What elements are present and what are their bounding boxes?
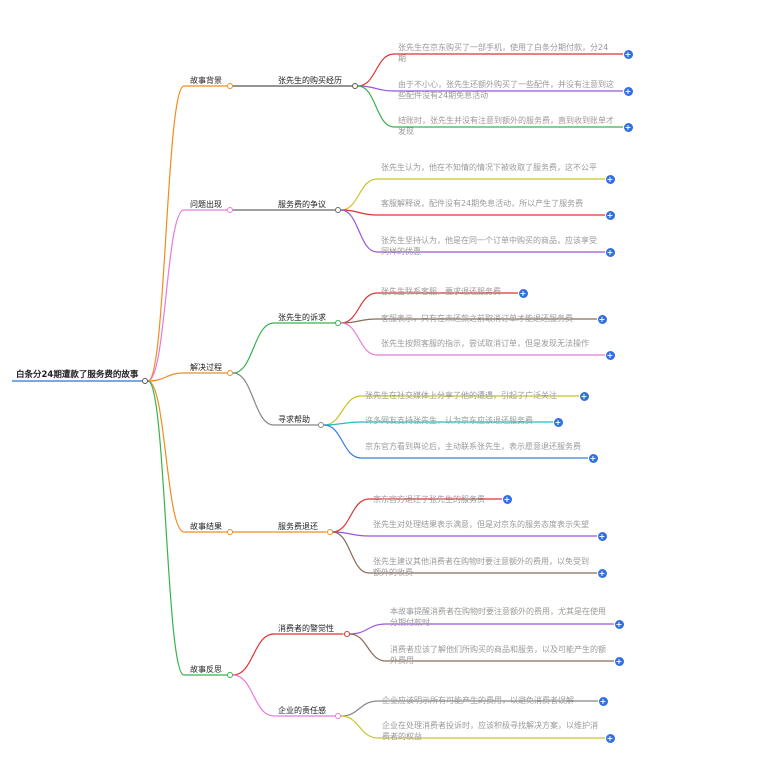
leaf-text: 张先生认为，他在不知情的情况下被收取了服务费，这不公平	[381, 163, 597, 172]
leaf-connector	[349, 623, 387, 635]
branch-collapse-dot[interactable]	[227, 529, 233, 535]
leaf-text: 客服解释说，配件没有24期免息活动，所以产生了服务费	[381, 199, 584, 208]
leaf-text: 张先生对处理结果表示满意，但是对京东的服务态度表示失望	[373, 520, 589, 529]
subtopic: 服务费退还	[278, 522, 318, 531]
plus-icon[interactable]: +	[623, 122, 633, 132]
leaf-connector	[323, 421, 362, 426]
leaf-connector	[340, 700, 379, 717]
leaf-connector	[340, 209, 378, 216]
branch-topic: 解决过程	[190, 363, 222, 372]
plus-icon[interactable]: +	[598, 696, 608, 706]
subtopic: 消费者的警觉性	[278, 624, 334, 633]
subtopic-collapse-dot[interactable]	[343, 631, 350, 637]
plus-icon[interactable]: +	[588, 453, 598, 463]
plus-icon[interactable]: +	[597, 314, 607, 324]
leaf-text: 企业在处理消费者投诉时，应该积极寻找解决方案，以维护消费者的权益	[382, 721, 598, 741]
leaf-connector	[357, 85, 395, 92]
leaf-text: 张先生在社交媒体上分享了他的遭遇，引起了广泛关注	[365, 391, 557, 400]
subtopic-collapse-dot[interactable]	[335, 713, 341, 719]
branch-topic: 故事背景	[190, 76, 222, 85]
leaf-text: 京东官方退还了张先生的服务费	[373, 495, 485, 504]
plus-icon[interactable]: +	[623, 86, 633, 96]
plus-icon[interactable]: +	[605, 350, 615, 360]
branch-topic: 故事反思	[190, 665, 222, 674]
plus-icon[interactable]: +	[597, 531, 607, 541]
branch-connector	[147, 372, 185, 382]
subtopic: 服务费的争议	[278, 200, 326, 209]
leaf-connector	[340, 178, 378, 211]
leaf-connector	[340, 715, 379, 739]
leaf-connector	[340, 322, 378, 356]
subtopic: 寻求帮助	[278, 415, 310, 424]
subtopic-collapse-dot[interactable]	[318, 422, 324, 428]
plus-icon[interactable]: +	[605, 247, 615, 257]
plus-icon[interactable]: +	[605, 174, 615, 184]
plus-icon[interactable]: +	[623, 49, 633, 59]
leaf-connector	[340, 318, 378, 324]
leaf-text: 客服表示，只有在未还款之前取消订单才能退还服务费	[381, 314, 573, 323]
leaf-connector	[332, 531, 370, 537]
plus-icon[interactable]: +	[597, 568, 607, 578]
leaf-text: 消费者应该了解他们所购买的商品和服务，以及可能产生的额外费用	[390, 645, 606, 665]
plus-icon[interactable]: +	[614, 619, 624, 629]
leaf-text: 京东官方看到舆论后，主动联系张先生，表示愿意退还服务费	[365, 442, 581, 451]
branch-collapse-dot[interactable]	[227, 207, 233, 213]
subtopic: 企业的责任感	[278, 706, 326, 715]
plus-icon[interactable]: +	[553, 417, 563, 427]
leaf-text: 张先生按照客服的指示，尝试取消订单，但是发现无法操作	[381, 339, 589, 348]
branch-collapse-dot[interactable]	[227, 370, 233, 376]
subtopic-connector	[232, 372, 275, 426]
plus-icon[interactable]: +	[614, 656, 624, 666]
leaf-connector	[340, 209, 378, 253]
plus-icon[interactable]: +	[502, 494, 512, 504]
leaf-text: 张先生在京东购买了一部手机，使用了白条分期付款，分24期	[398, 43, 609, 63]
leaf-connector	[357, 53, 395, 87]
subtopic: 张先生的购买经历	[278, 76, 342, 85]
subtopic-collapse-dot[interactable]	[335, 207, 341, 213]
plus-icon[interactable]: +	[518, 288, 528, 298]
leaf-connector	[332, 498, 370, 533]
root-collapse-dot[interactable]	[142, 378, 148, 384]
subtopic: 张先生的诉求	[278, 313, 326, 322]
root-topic: 白条分24期遭款了服务费的故事	[16, 370, 139, 380]
leaf-connector	[349, 633, 387, 662]
branch-topic: 问题出现	[190, 200, 222, 209]
leaf-connector	[323, 395, 362, 426]
leaf-connector	[323, 424, 362, 459]
subtopic-connector	[232, 322, 275, 374]
leaf-text: 张先生建议其他消费者在购物时要注意额外的费用，以免受到额外的收费	[373, 557, 589, 577]
branch-connector	[147, 380, 185, 676]
branch-connector	[147, 85, 185, 382]
subtopic-connector	[232, 674, 275, 717]
subtopic-collapse-dot[interactable]	[335, 320, 341, 326]
branch-collapse-dot[interactable]	[227, 672, 233, 678]
branch-collapse-dot[interactable]	[227, 83, 233, 89]
plus-icon[interactable]: +	[605, 210, 615, 220]
plus-icon[interactable]: +	[605, 733, 615, 743]
subtopic-collapse-dot[interactable]	[352, 83, 358, 89]
leaf-text: 结账时，张先生并没有注意到额外的服务费，直到收到账单才发现	[398, 116, 614, 136]
leaf-text: 企业应该明示所有可能产生的费用，以避免消费者误解	[382, 696, 574, 705]
plus-icon[interactable]: +	[579, 391, 589, 401]
leaf-text: 由于不小心，张先生还额外购买了一些配件，并没有注意到这些配件没有24期免息活动	[398, 80, 614, 100]
branch-topic: 故事结果	[190, 522, 222, 531]
branch-connector	[147, 380, 185, 533]
leaf-connector	[357, 85, 395, 128]
leaf-text: 张先生联系客服，要求退还服务费	[381, 287, 501, 296]
subtopic-connector	[232, 633, 275, 676]
leaf-connector	[332, 531, 370, 574]
leaf-connector	[340, 292, 378, 324]
branch-connector	[147, 209, 185, 382]
leaf-text: 本故事提醒消费者在购物时要注意额外的费用，尤其是在使用分期付款时	[390, 607, 606, 627]
leaf-text: 许多网友支持张先生，认为京东应该退还服务费	[365, 416, 533, 425]
leaf-text: 张先生坚持认为，他是在同一个订单中购买的商品，应该享受同样的优惠	[381, 236, 597, 256]
subtopic-collapse-dot[interactable]	[326, 529, 333, 535]
